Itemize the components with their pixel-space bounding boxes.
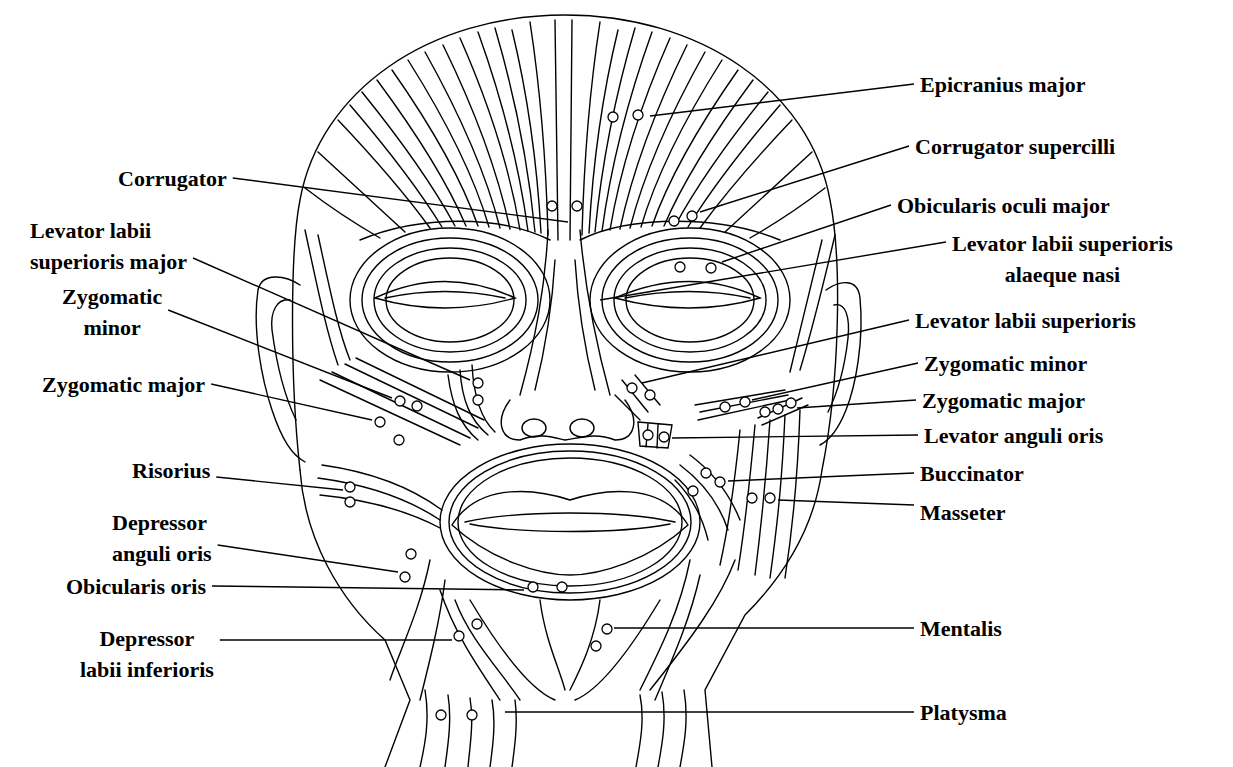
muscle-label: Depressor anguli oris [112,507,212,569]
muscle-label: Epicranius major [920,69,1086,100]
leader-line [212,586,524,590]
muscle-label: Levator labii superioris [915,305,1136,336]
muscle-label: Zygomatic major [922,385,1085,416]
leader-line [220,639,452,640]
leader-line [797,400,916,408]
muscle-label: Levator anguli oris [924,420,1103,451]
muscle-label: Platysma [920,697,1007,728]
leader-line [233,178,568,222]
muscle-label: Obicularis oculi major [897,190,1110,221]
muscle-label: Buccinator [920,458,1024,489]
muscle-label: Corrugator [118,163,227,194]
leader-line [505,711,914,712]
muscle-label: Masseter [920,497,1006,528]
muscle-label: Depressor labii inferioris [80,623,214,685]
leader-line [728,473,914,481]
leader-line [218,545,398,572]
muscle-label: Zygomatic minor [924,348,1087,379]
leader-line [722,205,891,262]
leader-line [614,627,914,628]
leader-line [600,242,946,300]
muscle-label: Mentalis [920,613,1002,644]
leader-line [672,435,918,438]
muscle-label: Obicularis oris [66,571,206,602]
muscle-label: Risorius [132,455,210,486]
leader-line [778,500,914,505]
leader-line [752,363,918,400]
leader-line [193,258,470,380]
muscle-label: Levator labii superioris major [30,215,187,277]
muscle-label: Corrugator supercilli [915,131,1115,162]
leader-line [700,146,909,212]
muscle-label: Zygomatic minor [62,281,162,343]
muscle-label: Zygomatic major [42,369,205,400]
leader-line [650,84,914,116]
leader-line [216,477,343,490]
muscle-label: Levator labii superioris alaeque nasi [952,228,1173,290]
leader-line [211,384,372,420]
